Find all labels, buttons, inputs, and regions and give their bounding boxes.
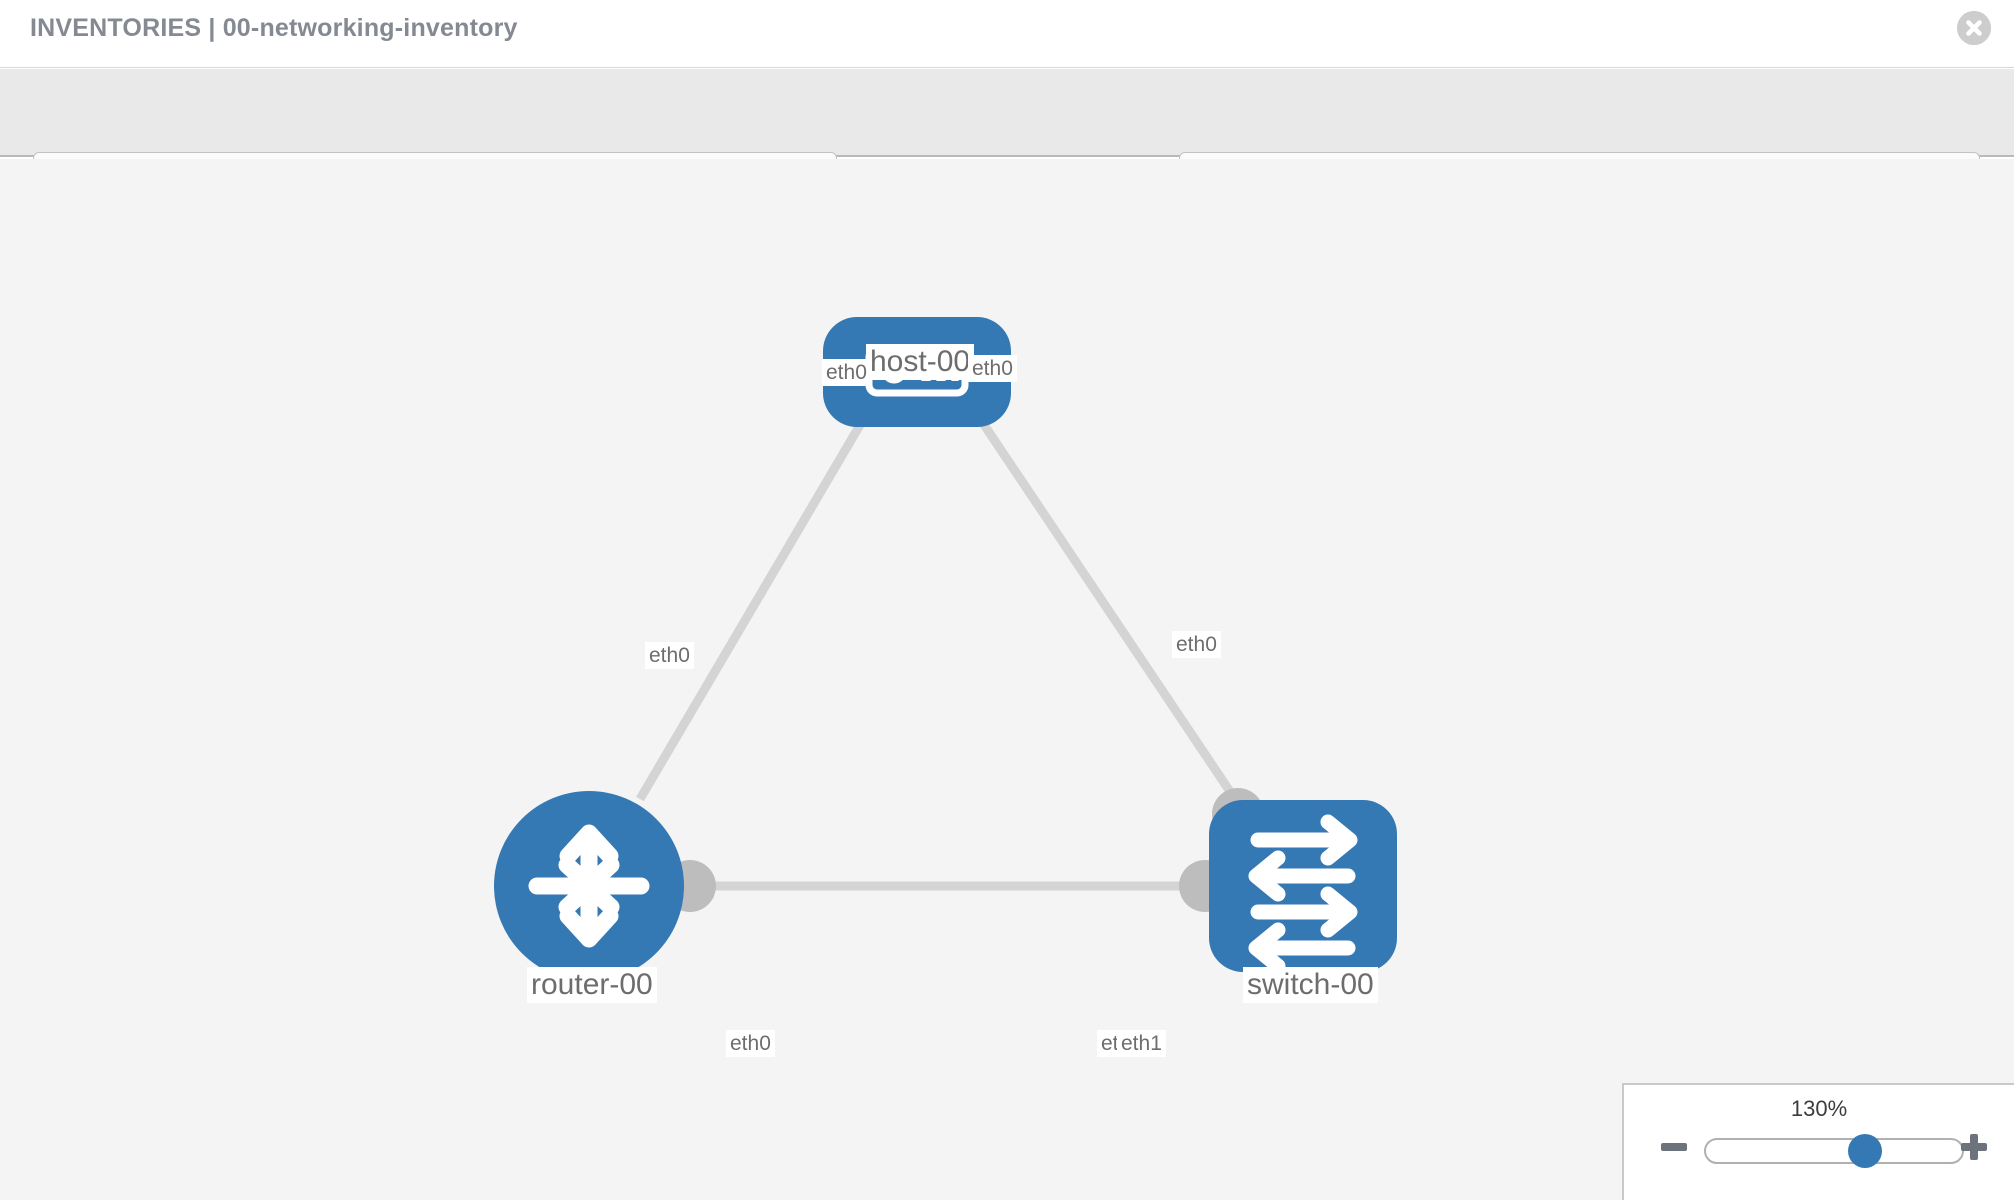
node-switch-00[interactable]	[1209, 800, 1397, 974]
router-arrows-icon	[528, 824, 650, 948]
zoom-control-panel: 130%	[1622, 1083, 2014, 1200]
node-label-host-00[interactable]: host-00	[866, 344, 975, 380]
interface-label-host-right[interactable]: eth0	[968, 355, 1017, 382]
edge-host-router	[636, 371, 894, 802]
minus-icon[interactable]	[1659, 1132, 1689, 1162]
zoom-percent-label: 130%	[1790, 1096, 1848, 1121]
page-header: INVENTORIES | 00-networking-inventory	[0, 0, 2014, 68]
interface-label-host-left[interactable]: eth0	[822, 359, 871, 386]
node-label-router-00[interactable]: router-00	[527, 967, 657, 1003]
toolbar: ACTIONS	[0, 69, 2014, 205]
plus-icon[interactable]	[1959, 1132, 1989, 1162]
close-icon[interactable]	[1957, 11, 1991, 45]
switch-arrows-icon	[1248, 814, 1358, 974]
zoom-slider-handle[interactable]	[1847, 1134, 1882, 1168]
topology-graph	[494, 317, 1397, 981]
edge-host-switch	[946, 371, 1239, 802]
node-label-switch-00[interactable]: switch-00	[1243, 967, 1378, 1003]
interface-label-switch-top[interactable]: eth0	[1172, 631, 1221, 658]
interface-label-switch-left[interactable]: eth1	[1117, 1030, 1166, 1057]
node-router-00[interactable]	[494, 791, 684, 981]
topology-canvas[interactable]: host-00 router-00 switch-00 eth0 eth0 et…	[0, 159, 2014, 1200]
interface-label-router-right[interactable]: eth0	[726, 1030, 775, 1057]
zoom-slider[interactable]	[1704, 1134, 1964, 1168]
page-title: INVENTORIES | 00-networking-inventory	[30, 14, 518, 42]
interface-label-router-top[interactable]: eth0	[645, 642, 694, 669]
